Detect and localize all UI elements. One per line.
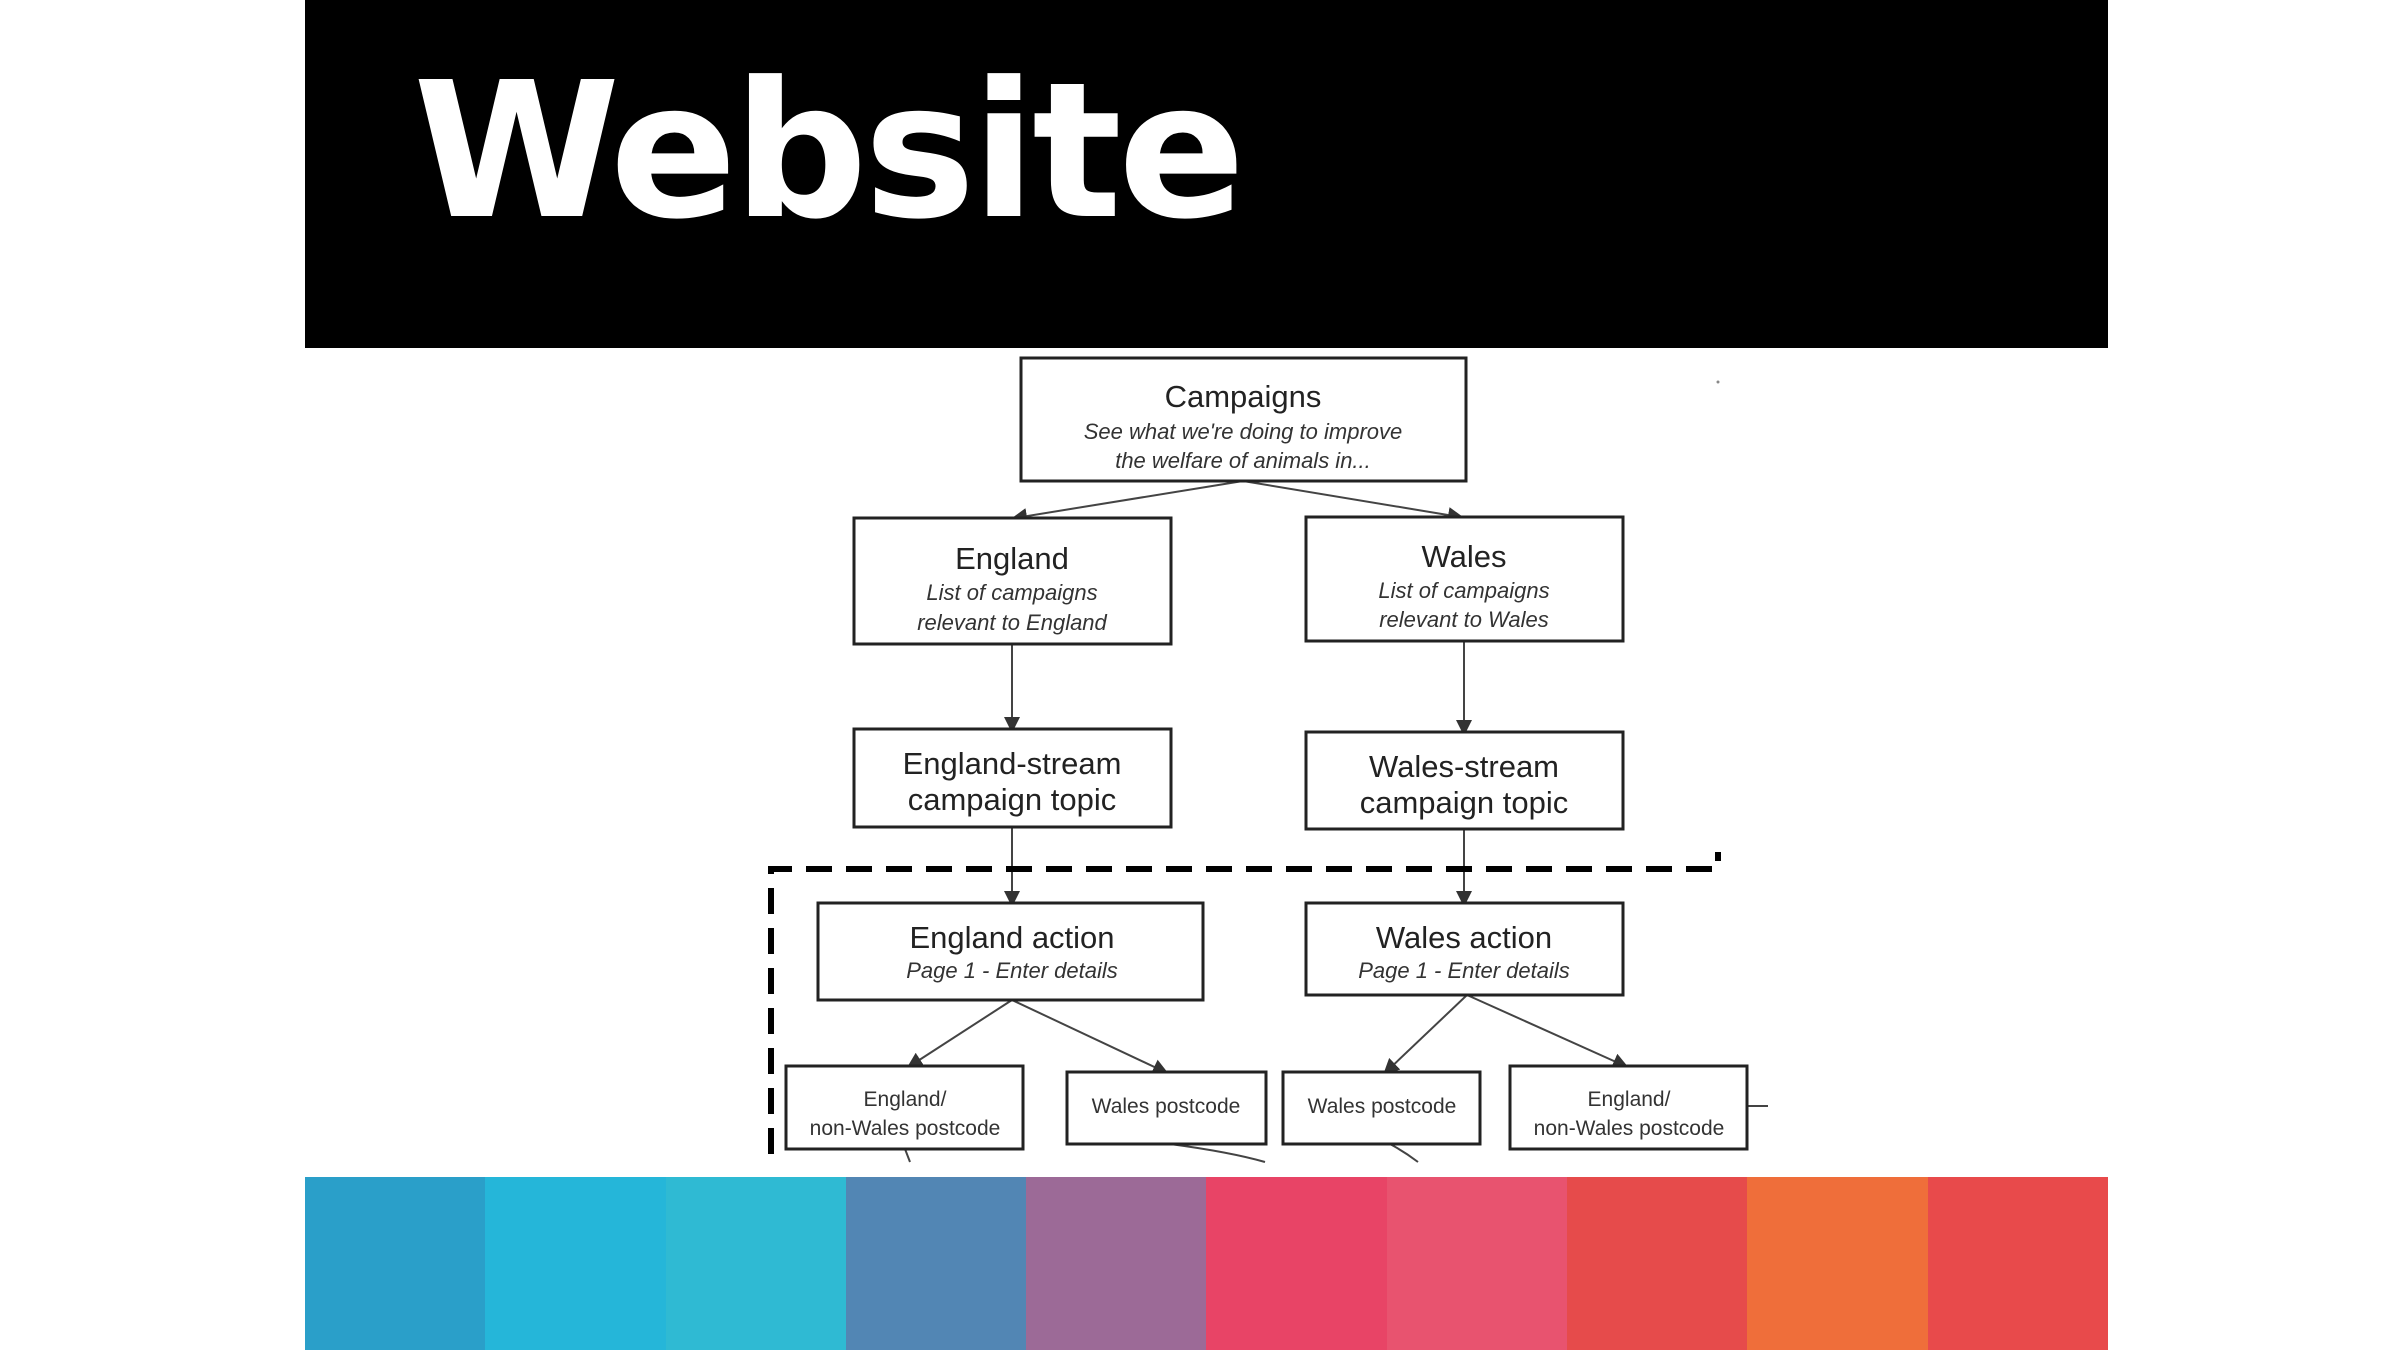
- connector: [904, 1148, 911, 1163]
- color-swatch: [305, 1177, 486, 1350]
- node-label: Wales postcode: [1308, 1095, 1457, 1118]
- node-label: non-Wales postcode: [810, 1117, 1001, 1140]
- node-title: campaign topic: [1360, 785, 1569, 820]
- color-swatch: [1747, 1177, 1928, 1350]
- node-title: England: [955, 541, 1069, 576]
- node-title: England-stream: [903, 746, 1122, 781]
- connectors: [904, 380, 1768, 1163]
- node-label: England/: [1588, 1088, 1671, 1111]
- node-subtitle: relevant to Wales: [1379, 607, 1549, 632]
- color-swatch: [1026, 1177, 1207, 1350]
- node-title: Wales-stream: [1369, 749, 1559, 784]
- node-england-nonwales-postcode: England/ non-Wales postcode: [784, 1064, 1025, 1151]
- color-swatch: [1386, 1177, 1568, 1350]
- connector: [1242, 480, 1464, 523]
- node-title: Wales action: [1376, 920, 1552, 955]
- slide-title: Website: [413, 42, 1245, 261]
- stray-dot: [1716, 380, 1720, 384]
- node-wales-postcode: Wales postcode: [1281, 1070, 1482, 1146]
- node-england: England List of campaigns relevant to En…: [852, 516, 1173, 646]
- connector: [906, 999, 1013, 1069]
- node-england-stream: England-stream campaign topic: [852, 727, 1173, 829]
- color-swatch: [1567, 1177, 1748, 1350]
- node-label: England/: [864, 1088, 947, 1111]
- node-england-nonwales-postcode: England/ non-Wales postcode: [1508, 1064, 1749, 1151]
- node-subtitle: the welfare of animals in...: [1115, 448, 1371, 473]
- node-subtitle: Page 1 - Enter details: [1358, 958, 1570, 983]
- node-subtitle: See what we're doing to improve: [1084, 419, 1402, 444]
- dashed-boundary: [768, 852, 1721, 1154]
- title-banner: Website: [305, 0, 2108, 348]
- connector: [1011, 999, 1169, 1075]
- color-swatch: [845, 1177, 1027, 1350]
- node-title: Wales: [1422, 539, 1507, 574]
- color-swatch: [1206, 1177, 1387, 1350]
- node-campaigns: Campaigns See what we're doing to improv…: [1019, 356, 1468, 483]
- node-wales-stream: Wales-stream campaign topic: [1304, 730, 1625, 831]
- connector: [1383, 994, 1468, 1075]
- node-title: campaign topic: [908, 782, 1117, 817]
- node-wales-postcode: Wales postcode: [1065, 1070, 1268, 1146]
- node-wales-action: Wales action Page 1 - Enter details: [1304, 901, 1625, 997]
- connector: [1389, 1143, 1419, 1163]
- node-title: England action: [909, 920, 1114, 955]
- node-label: non-Wales postcode: [1534, 1117, 1725, 1140]
- node-england-action: England action Page 1 - Enter details: [816, 901, 1205, 1002]
- color-swatch: [665, 1177, 846, 1350]
- node-wales: Wales List of campaigns relevant to Wale…: [1304, 515, 1625, 643]
- color-swatch: [1927, 1177, 2108, 1350]
- connector: [1169, 1143, 1266, 1163]
- color-strip: [305, 1177, 2108, 1350]
- connector: [1011, 480, 1244, 524]
- node-label: Wales postcode: [1092, 1095, 1241, 1118]
- node-subtitle: Page 1 - Enter details: [906, 958, 1118, 983]
- color-swatch: [485, 1177, 666, 1350]
- node-subtitle: List of campaigns: [1378, 578, 1549, 603]
- node-title: Campaigns: [1165, 379, 1322, 414]
- node-subtitle: relevant to England: [917, 610, 1107, 635]
- node-subtitle: List of campaigns: [926, 580, 1097, 605]
- connector: [1466, 994, 1629, 1069]
